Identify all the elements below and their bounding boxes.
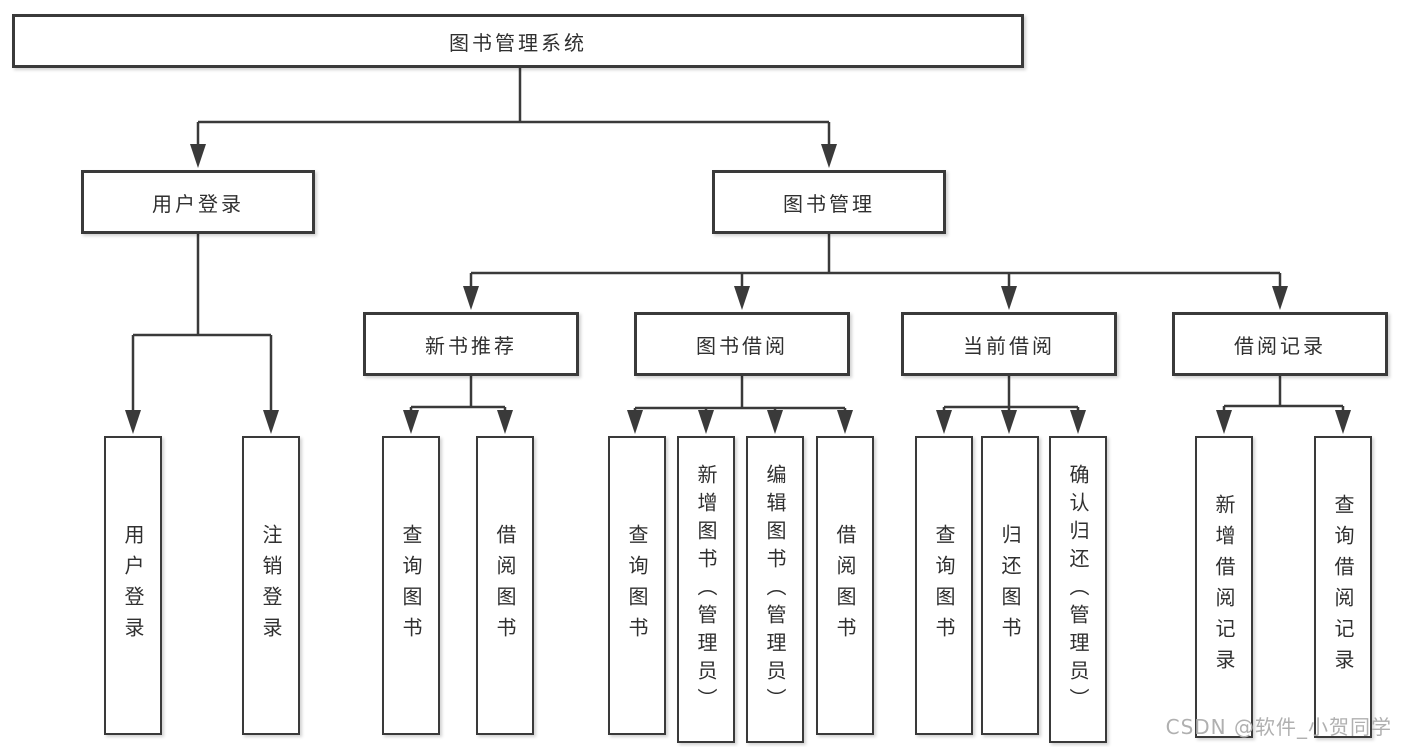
connector-borrow-record-to-children [1216,376,1351,434]
arrowhead [1216,410,1232,434]
leaf-add-borrow-record: 新增借阅记录 [1195,436,1253,738]
leaf-edit-books-admin: 编辑图书（管理员） [746,436,804,743]
leaf-user-login: 用户登录 [104,436,162,735]
node-book-management: 图书管理 [712,170,946,234]
leaf-borrow-books-recommend: 借阅图书 [476,436,534,735]
arrowhead [463,286,479,310]
node-label: 借阅记录 [1234,333,1326,358]
arrowhead [1001,286,1017,310]
leaf-borrow-books: 借阅图书 [816,436,874,735]
leaf-add-books-admin: 新增图书（管理员） [677,436,735,743]
leaf-return-books: 归还图书 [981,436,1039,735]
leaf-label: 注销登录 [259,523,283,648]
leaf-label: 新增图书（管理员） [694,463,718,716]
leaf-label: 查询图书 [625,523,649,648]
leaf-label: 确认归还（管理员） [1066,463,1090,716]
arrowhead [263,410,279,434]
node-label: 新书推荐 [425,333,517,358]
node-current-borrow: 当前借阅 [901,312,1117,376]
arrowhead [403,410,419,434]
node-new-book-recommend: 新书推荐 [363,312,579,376]
leaf-logout: 注销登录 [242,436,300,735]
node-root-system: 图书管理系统 [12,14,1024,68]
leaf-label: 新增借阅记录 [1212,494,1236,680]
arrowhead [1070,410,1086,434]
node-book-borrow: 图书借阅 [634,312,850,376]
arrowhead [734,286,750,310]
arrowhead [1001,410,1017,434]
leaf-label: 借阅图书 [493,523,517,648]
node-label: 图书借阅 [696,333,788,358]
node-label: 用户登录 [152,191,244,216]
leaf-label: 归还图书 [998,523,1022,648]
connector-new-book-rec-to-children [403,376,513,434]
leaf-query-books-borrow: 查询图书 [608,436,666,735]
node-borrow-record: 借阅记录 [1172,312,1388,376]
connector-user-login-to-children [125,234,279,434]
connector-current-borrow-to-children [936,376,1086,434]
leaf-query-books-recommend: 查询图书 [382,436,440,735]
leaf-query-borrow-record: 查询借阅记录 [1314,436,1372,738]
node-label: 图书管理 [783,191,875,216]
leaf-query-books-current: 查询图书 [915,436,973,735]
node-user-login: 用户登录 [81,170,315,234]
leaf-label: 查询图书 [399,523,423,648]
node-label: 当前借阅 [963,333,1055,358]
arrowhead [1335,410,1351,434]
connector-root-to-level1 [190,68,837,168]
arrowhead [767,410,783,434]
arrowhead [698,410,714,434]
csdn-watermark: CSDN @软件_小贺同学 [1165,715,1392,739]
arrowhead [190,144,206,168]
connector-book-mgmt-to-level2 [463,234,1288,310]
arrowhead [837,410,853,434]
leaf-confirm-return-admin: 确认归还（管理员） [1049,436,1107,743]
leaf-label: 查询图书 [932,523,956,648]
arrowhead [497,410,513,434]
connector-book-borrow-to-children [627,376,853,434]
leaf-label: 用户登录 [121,523,145,648]
leaf-label: 借阅图书 [833,523,857,648]
arrowhead [125,410,141,434]
arrowhead [821,144,837,168]
arrowhead [936,410,952,434]
arrowhead [1272,286,1288,310]
leaf-label: 编辑图书（管理员） [763,463,787,716]
leaf-label: 查询借阅记录 [1331,494,1355,680]
arrowhead [627,410,643,434]
node-label: 图书管理系统 [449,30,587,55]
